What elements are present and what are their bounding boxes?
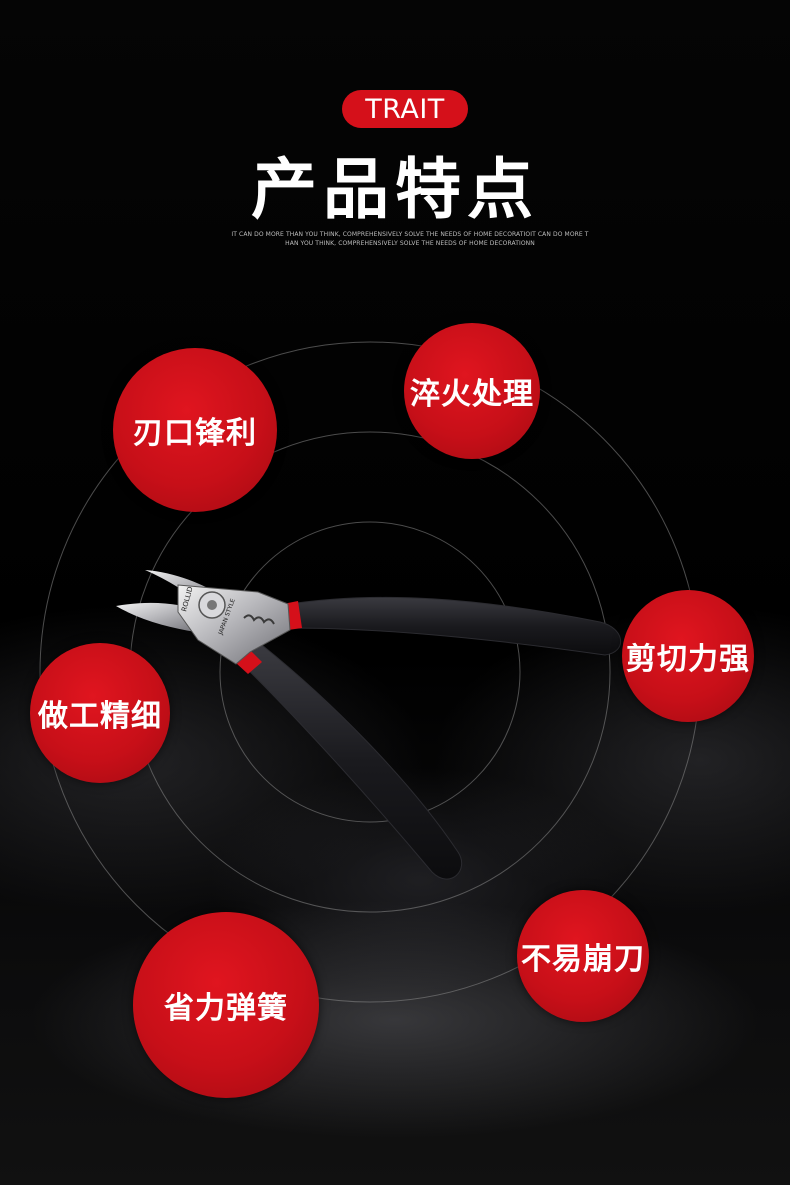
feature-label: 不易崩刀 — [521, 942, 645, 977]
feature-no-chipping: 不易崩刀 — [517, 890, 649, 1022]
subtitle-line-1: IT CAN DO MORE THAN YOU THINK, COMPREHEN… — [231, 231, 589, 238]
feature-label: 淬火处理 — [410, 377, 534, 412]
feature-sharp-blade: 刃口锋利 — [113, 348, 277, 512]
feature-label: 剪切力强 — [626, 642, 750, 677]
trait-badge: TRAIT — [342, 90, 468, 128]
feature-labor-saving-spring: 省力弹簧 — [133, 912, 319, 1098]
page-title: 产品特点 — [251, 151, 539, 228]
subtitle-line-2: HAN YOU THINK, COMPREHENSIVELY SOLVE THE… — [285, 240, 535, 247]
feature-label: 省力弹簧 — [164, 991, 288, 1026]
feature-strong-cutting: 剪切力强 — [622, 590, 754, 722]
feature-quenching: 淬火处理 — [404, 323, 540, 459]
feature-label: 做工精细 — [38, 699, 162, 734]
feature-fine-workmanship: 做工精细 — [30, 643, 170, 783]
page-subtitle: IT CAN DO MORE THAN YOU THINK, COMPREHEN… — [225, 230, 595, 248]
feature-label: 刃口锋利 — [133, 416, 257, 451]
trait-badge-label: TRAIT — [365, 93, 445, 125]
